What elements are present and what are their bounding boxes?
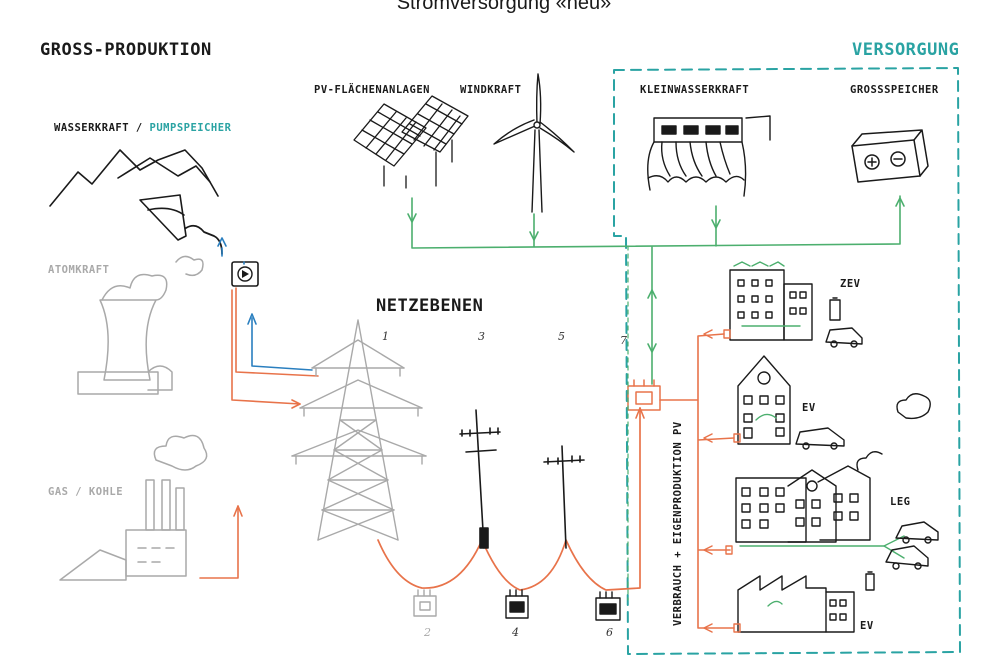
- zev-building-icon: [729, 261, 863, 348]
- level-1-number: 1: [382, 330, 390, 343]
- versorgung-frame: [613, 67, 961, 655]
- leg-building-icon: [735, 451, 939, 570]
- pv-label: PV-FLÄCHENANLAGEN: [314, 84, 430, 96]
- coal-to-grid-line: [199, 505, 239, 579]
- bus-arrows: [407, 197, 905, 353]
- pump-pipe: [185, 224, 223, 255]
- transmission-tower-icon: [291, 319, 427, 541]
- mountains-icon: [49, 149, 219, 241]
- kleinwasserkraft-label: KLEINWASSERKRAFT: [640, 84, 750, 96]
- ev-factory-icon: [737, 571, 875, 633]
- windkraft-label: WINDKRAFT: [460, 84, 522, 96]
- junction-markers: [723, 329, 741, 633]
- level-6-number: 6: [606, 626, 614, 639]
- solar-farm-icon: [353, 95, 469, 189]
- level-7-number: 7: [620, 334, 628, 347]
- pump-return-line: [251, 317, 313, 371]
- gross-produktion-heading: GROSS-PRODUKTION: [40, 40, 212, 60]
- small-hydro-icon: [647, 115, 771, 197]
- transformer-2-icon: [413, 589, 437, 617]
- cable-arrow: [635, 407, 645, 419]
- ev-factory-label: EV: [860, 620, 874, 632]
- wind-turbine-icon: [493, 73, 575, 213]
- pump-return-arrow: [247, 313, 257, 325]
- level-4-number: 4: [512, 626, 520, 639]
- atom-to-grid-line: [231, 289, 301, 405]
- hydro-line-orange: [235, 287, 319, 377]
- renewable-bus: [411, 195, 901, 385]
- pump-icon: [231, 261, 259, 287]
- nuclear-plant-icon: [77, 255, 204, 395]
- level-2-number: 2: [424, 626, 432, 639]
- gas-kohle-label: GAS / KOHLE: [48, 486, 124, 498]
- coal-plant-icon: [59, 434, 208, 581]
- transformer-7-icon: [627, 379, 661, 411]
- coal-arrow: [233, 505, 243, 517]
- pumpspeicher-arrow: [217, 237, 227, 247]
- feeder-arrows: [703, 329, 713, 633]
- ev-house-icon: [737, 355, 931, 450]
- consumer-feeder: [659, 333, 735, 629]
- transformer-6-icon: [595, 591, 621, 621]
- atom-arrow: [291, 399, 301, 409]
- netzebenen-heading: NETZEBENEN: [376, 296, 484, 316]
- utility-pole-3-icon: [459, 409, 501, 549]
- versorgung-heading: VERSORGUNG: [852, 40, 960, 60]
- wasserkraft-label: WASSERKRAFT / PUMPSPEICHER: [54, 122, 232, 134]
- atomkraft-label: ATOMKRAFT: [48, 264, 110, 276]
- pumpspeicher-line: [221, 247, 245, 265]
- level-5-number: 5: [558, 330, 566, 343]
- distribution-cable: [377, 407, 641, 591]
- utility-pole-5-icon: [543, 445, 585, 549]
- grossspeicher-label: GROSSSPEICHER: [850, 84, 939, 96]
- leg-label: LEG: [890, 496, 911, 508]
- page-title: Stromversorgung «neu»: [396, 0, 612, 14]
- verbrauch-eigenproduktion-label: VERBRAUCH + EIGENPRODUKTION PV: [672, 421, 684, 626]
- battery-storage-icon: [851, 129, 929, 183]
- level-3-number: 3: [478, 330, 486, 343]
- ev-house-label: EV: [802, 402, 816, 414]
- transformer-4-icon: [505, 589, 529, 619]
- zev-label: ZEV: [840, 278, 861, 290]
